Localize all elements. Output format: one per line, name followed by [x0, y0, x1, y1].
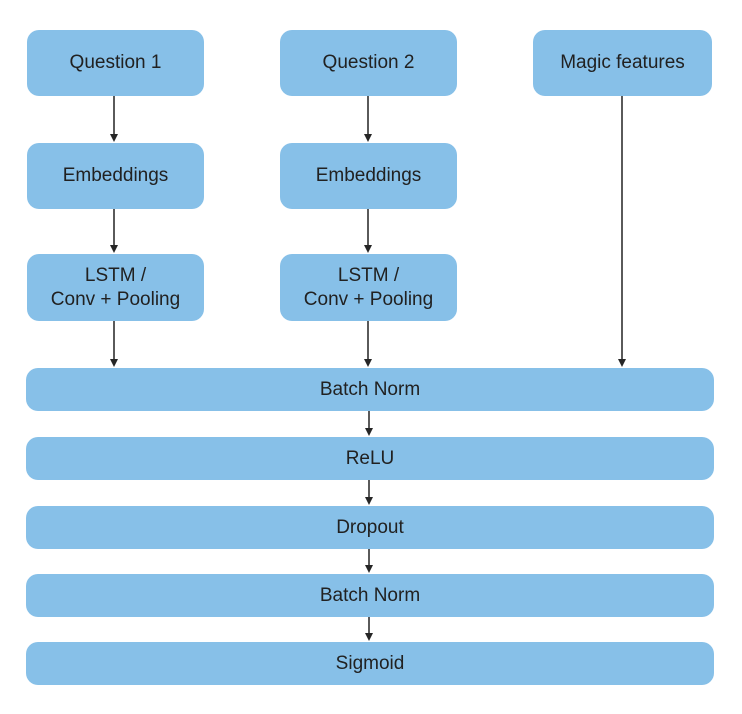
arrow-down-icon	[363, 96, 373, 142]
node-relu: ReLU	[26, 437, 714, 480]
node-question-1: Question 1	[27, 30, 204, 96]
arrow-down-icon	[364, 617, 374, 641]
node-batch-norm-1: Batch Norm	[26, 368, 714, 411]
arrow-down-icon	[363, 209, 373, 253]
arrow-down-icon	[364, 480, 374, 505]
arrow-down-icon	[364, 549, 374, 573]
node-lstm-conv-pooling-1: LSTM / Conv + Pooling	[27, 254, 204, 321]
arrow-down-icon	[617, 96, 627, 367]
node-magic-features: Magic features	[533, 30, 712, 96]
arrow-down-icon	[109, 209, 119, 253]
node-batch-norm-2: Batch Norm	[26, 574, 714, 617]
node-label: ReLU	[345, 447, 395, 469]
node-label: Batch Norm	[319, 378, 421, 400]
node-label: Magic features	[560, 52, 685, 73]
node-embeddings-1: Embeddings	[27, 143, 204, 209]
node-label: Embeddings	[62, 165, 169, 186]
arrow-down-icon	[363, 321, 373, 367]
node-label: Question 1	[69, 52, 162, 73]
node-label: Batch Norm	[319, 584, 421, 606]
arrow-down-icon	[109, 321, 119, 367]
node-sigmoid: Sigmoid	[26, 642, 714, 685]
arrow-down-icon	[109, 96, 119, 142]
node-label-line1: LSTM /	[84, 264, 147, 286]
node-label-line2: Conv + Pooling	[50, 288, 181, 310]
node-label: Dropout	[336, 516, 404, 538]
node-label-line2: Conv + Pooling	[303, 288, 434, 310]
node-question-2: Question 2	[280, 30, 457, 96]
node-label: Question 2	[322, 52, 415, 73]
arrow-down-icon	[364, 411, 374, 436]
node-embeddings-2: Embeddings	[280, 143, 457, 209]
node-label-line1: LSTM /	[337, 264, 400, 286]
node-label: Sigmoid	[335, 652, 405, 674]
node-dropout: Dropout	[26, 506, 714, 549]
node-label: Embeddings	[315, 165, 422, 186]
node-lstm-conv-pooling-2: LSTM / Conv + Pooling	[280, 254, 457, 321]
